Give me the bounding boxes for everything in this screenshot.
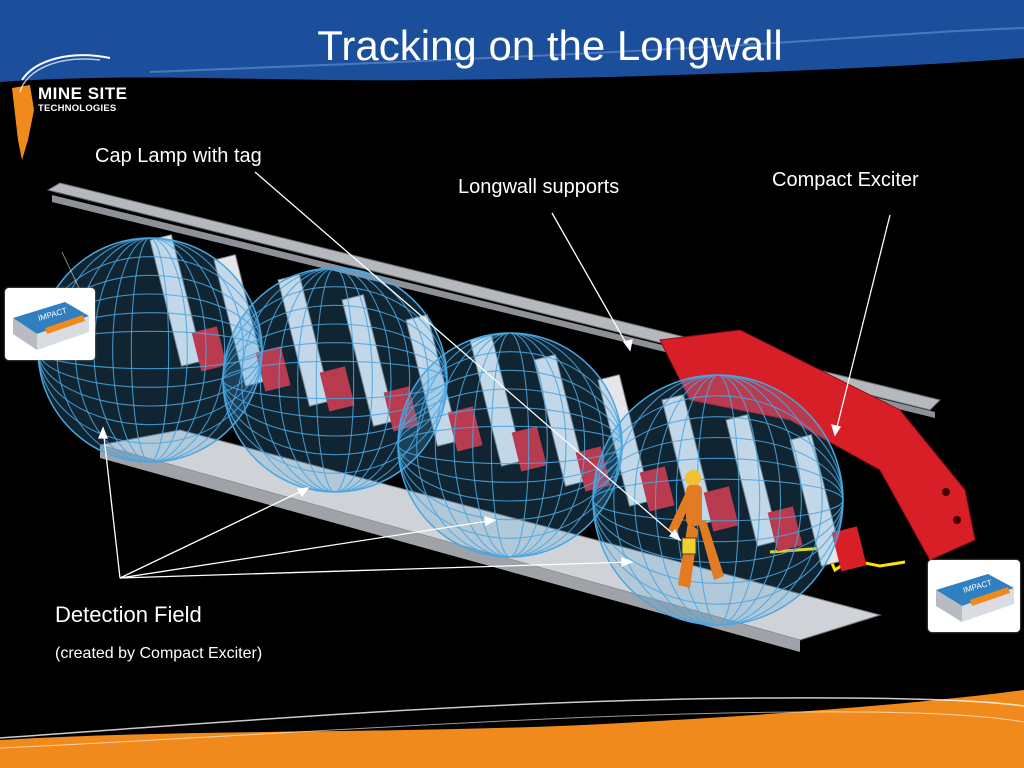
logo-line-1: MINE SITE — [38, 84, 128, 103]
footer-swoosh-2 — [0, 711, 1024, 749]
support-ram — [831, 526, 867, 572]
longwall-supports-label: Longwall supports — [458, 176, 620, 198]
exciter-device-icon: IMPACT — [936, 574, 1014, 622]
support-leg — [149, 234, 204, 367]
header-band — [0, 0, 1024, 82]
slide-title: Tracking on the Longwall — [317, 22, 783, 69]
footer-swoosh — [0, 697, 1024, 739]
footer-band — [0, 690, 1024, 768]
cap-lamp-label: Cap Lamp with tag — [95, 145, 262, 167]
support-leg — [341, 294, 396, 427]
exciter-device-icon: IMPACT — [13, 302, 89, 350]
exciter-device-image-right: IMPACT — [928, 560, 1020, 632]
support-leg — [405, 314, 460, 447]
detection-field-sphere — [222, 267, 448, 493]
exciter-device-image-left: IMPACT — [5, 288, 95, 360]
detection-field-label: Detection Field — [55, 602, 202, 627]
company-logo: MINE SITE TECHNOLOGIES — [38, 84, 128, 115]
support-ram — [767, 506, 803, 552]
detection-field-sphere — [397, 332, 623, 558]
logo-mark — [12, 54, 111, 160]
longwall-structure — [46, 182, 976, 652]
callout-lines — [98, 171, 891, 579]
compact-exciter-label: Compact Exciter — [772, 169, 919, 191]
header-highlight — [149, 27, 1024, 73]
support-ram — [191, 326, 227, 372]
support-ram — [319, 366, 355, 412]
support-ram — [255, 346, 291, 392]
detection-field-sphere — [592, 374, 844, 626]
support-ram — [639, 466, 675, 512]
miner-figure — [668, 470, 724, 588]
detection-field-sublabel: (created by Compact Exciter) — [55, 645, 263, 662]
logo-line-2: TECHNOLOGIES — [38, 103, 117, 114]
